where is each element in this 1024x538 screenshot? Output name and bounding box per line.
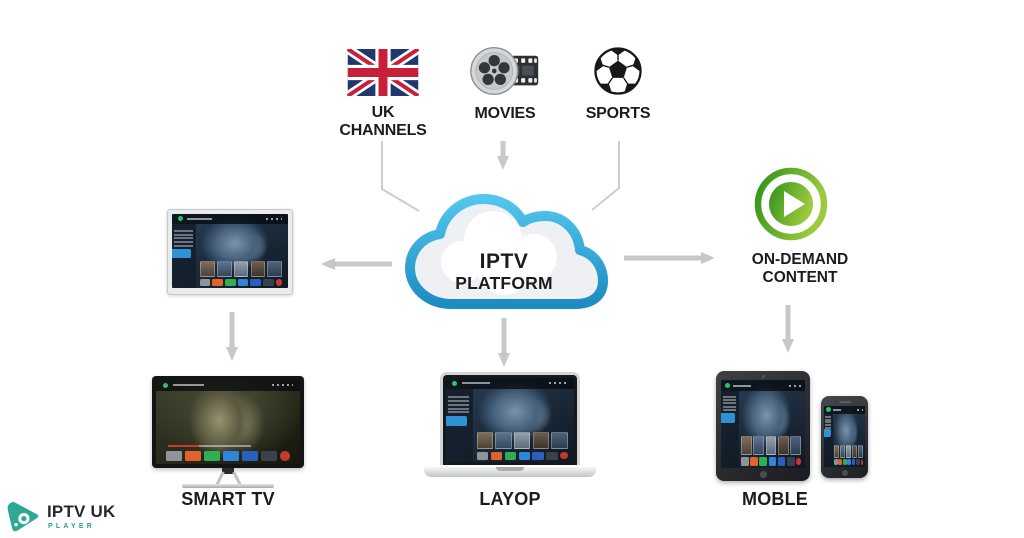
screen-topbar [721, 380, 805, 392]
source-movies: MOVIES [455, 44, 555, 123]
cloud-icon [405, 194, 608, 309]
laptop-screen [440, 372, 580, 465]
uk-flag-icon [330, 48, 436, 97]
on-demand-line1: ON-DEMAND [751, 251, 849, 268]
smart-tv-label: SMART TV [181, 489, 275, 509]
laptop-ui-screen [446, 378, 574, 462]
tv-ui-screen [172, 214, 288, 288]
platform-title-block: IPTV PLATFORM [396, 251, 612, 293]
screen-logo-dot [163, 382, 169, 388]
screen-menu-dots [272, 384, 293, 387]
iptv-platform-cloud: IPTV PLATFORM [396, 180, 612, 314]
source-sports: SPORTS [568, 44, 668, 123]
screen-thumbnails [833, 445, 863, 458]
source-uk-channels: UK CHANNELS [330, 48, 436, 140]
laptop-label: LAYOP [479, 489, 541, 509]
logo-text-block: IPTV UK PLAYER [47, 502, 115, 530]
tv-bezel [152, 376, 304, 468]
screen-title-line [832, 408, 842, 411]
screen-menu-dots [265, 217, 283, 220]
platform-subtitle: PLATFORM [455, 273, 553, 293]
screen-logo-dot [452, 380, 458, 386]
laptop-base [424, 467, 596, 477]
movies-label: MOVIES [474, 105, 536, 122]
screen-topbar [446, 378, 574, 389]
smart-tv-device [152, 376, 304, 488]
screen-title-line [173, 384, 205, 387]
connector-sports-to-cloud [591, 141, 620, 211]
screen-app-icons [166, 450, 290, 462]
film-reel-icon [455, 44, 555, 98]
logo-subtitle: PLAYER [48, 523, 95, 530]
sports-label: SPORTS [585, 105, 651, 122]
screen-logo-dot [826, 407, 832, 413]
on-demand-label: ON-DEMAND CONTENT [710, 251, 890, 286]
screen-sidebar [721, 391, 739, 468]
phone-ui-screen [824, 406, 865, 467]
mobile-label: MOBLE [742, 489, 808, 509]
screen-menu-dots [857, 408, 863, 411]
screen-title-line [733, 384, 752, 387]
screen-app-icons [476, 451, 568, 460]
screen-menu-dots [549, 382, 568, 385]
screen-logo-dot [177, 216, 183, 222]
screen-topbar [172, 214, 288, 224]
platform-title: IPTV [479, 250, 529, 273]
phone-device [821, 396, 868, 478]
iptv-uk-player-logo: IPTV UK PLAYER [4, 497, 115, 535]
screen-sidebar [446, 388, 473, 462]
screen-app-icons [833, 459, 863, 466]
on-demand-line2: CONTENT [762, 268, 838, 286]
screen-menu-dots [788, 384, 801, 387]
screen-sidebar [172, 223, 197, 288]
uk-channels-label: UK CHANNELS [339, 104, 427, 139]
tablet-ui-screen [721, 380, 805, 468]
screen-title-line [186, 217, 213, 220]
screen-thumbnails [741, 436, 801, 455]
connector-ukchannels-to-cloud [381, 141, 420, 212]
tv-stand-neck [222, 468, 234, 474]
screen-thumbnails [476, 431, 568, 450]
screen-logo-dot [725, 383, 731, 389]
screen-sidebar [824, 413, 833, 467]
preview-monitor-device [167, 209, 293, 295]
play-circle-icon [753, 166, 829, 242]
screen-topbar [156, 380, 300, 391]
tablet-device [716, 371, 810, 481]
screen-title-line [461, 382, 490, 385]
screen-progress-bar [167, 445, 252, 448]
tv-movie-screen [156, 380, 300, 464]
screen-thumbnails [199, 261, 283, 277]
soccer-ball-icon [568, 44, 668, 98]
tv-stand-base [182, 484, 274, 488]
screen-app-icons [741, 457, 801, 466]
play-logo-icon [7, 502, 39, 532]
screen-app-icons [199, 278, 283, 287]
logo-title: IPTV UK [47, 502, 116, 521]
screen-topbar [824, 406, 865, 414]
laptop-device [424, 372, 596, 478]
